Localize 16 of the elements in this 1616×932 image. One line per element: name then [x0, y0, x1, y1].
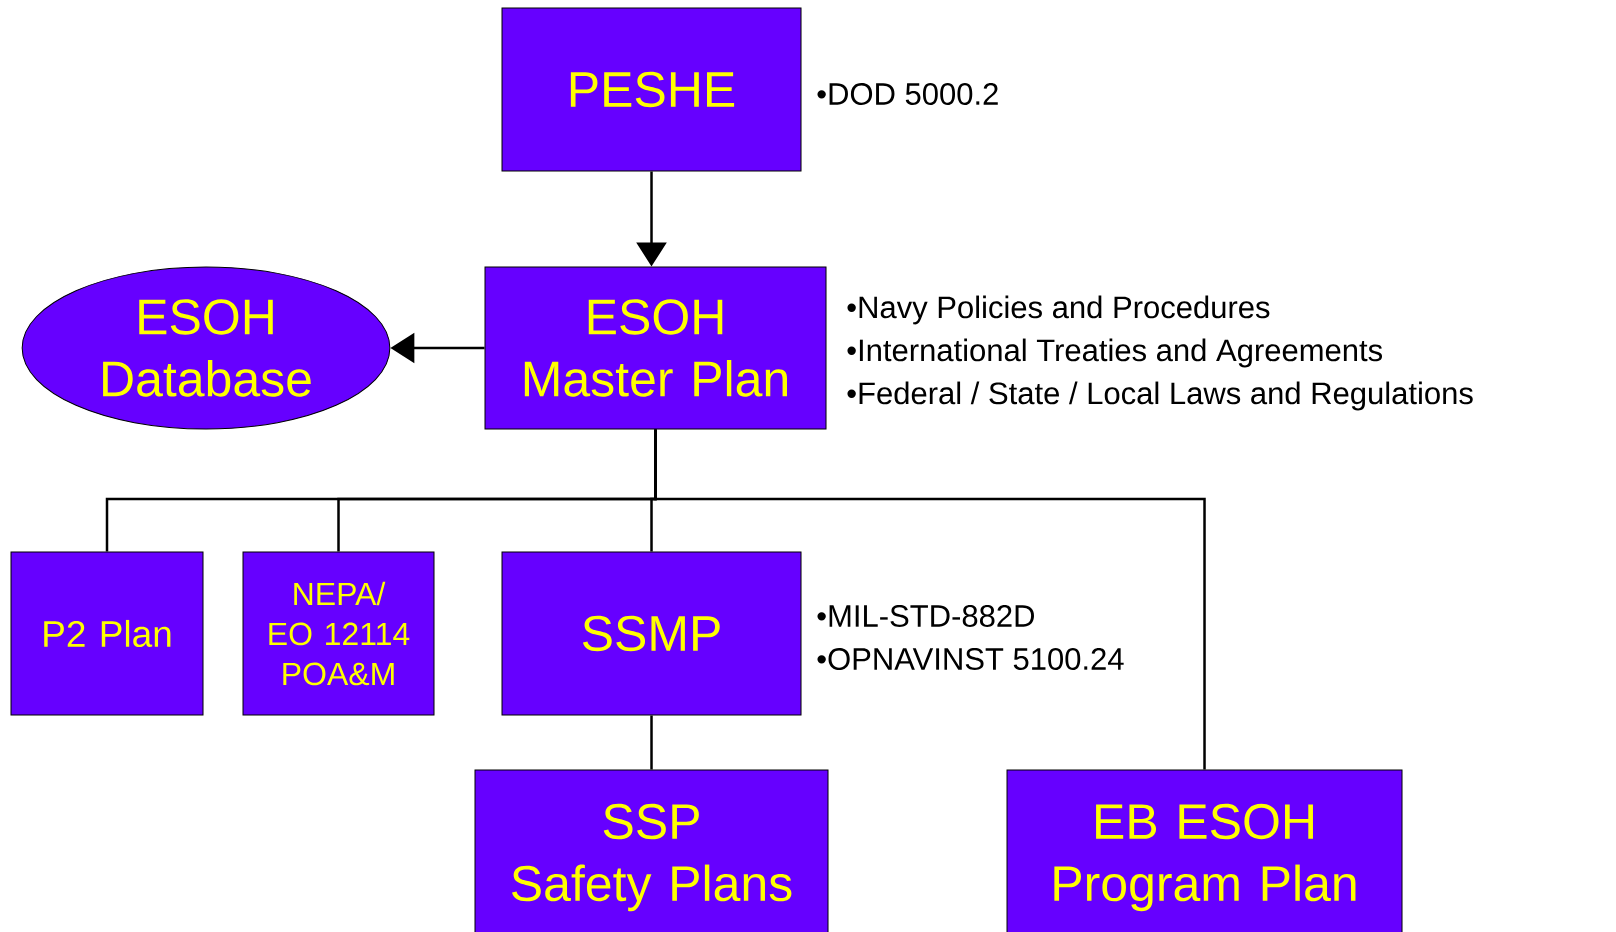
process-box: SSP Safety Plans	[474, 769, 829, 932]
process-box: PESHE	[501, 7, 802, 172]
process-box: NEPA/ EO 12114 POA&M	[242, 551, 435, 716]
connector	[654, 429, 1206, 770]
bullet-text: •OPNAVINST 5100.24	[817, 648, 1124, 670]
process-box: ESOH Master Plan	[484, 266, 827, 430]
process-box: EB ESOH Program Plan	[1006, 769, 1403, 932]
bullet-text: •DOD 5000.2	[817, 83, 998, 105]
process-box: P2 Plan	[10, 551, 204, 716]
bullet-text: •Federal / State / Local Laws and Regulations	[847, 381, 1473, 411]
bullet-text: •Navy Policies and Procedures	[847, 295, 1270, 325]
process-box: SSMP	[501, 551, 802, 716]
bullet-text: •International Treaties and Agreements	[847, 338, 1382, 368]
ellipse-node: ESOH Database	[21, 266, 391, 430]
connector	[650, 715, 653, 770]
bullet-text: •MIL-STD-882D	[817, 605, 1034, 627]
